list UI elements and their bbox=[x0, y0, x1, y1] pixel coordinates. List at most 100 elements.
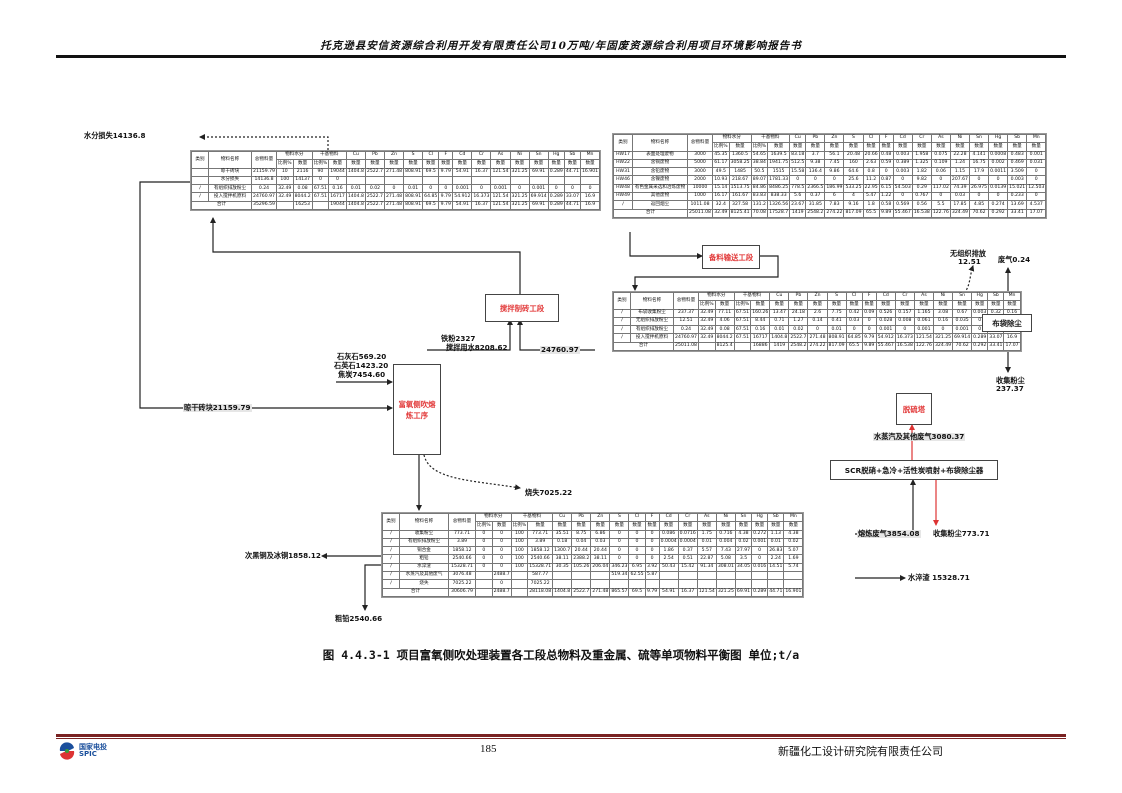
table-cell: 0 bbox=[491, 529, 512, 539]
header-amount: 数量 bbox=[403, 159, 424, 169]
header-element: F bbox=[438, 150, 454, 161]
header-amount: 数量 bbox=[471, 159, 492, 169]
table-cell: 0.41 bbox=[826, 316, 847, 327]
table-cell bbox=[191, 167, 209, 177]
table-cell: 0.24 bbox=[673, 325, 699, 335]
header-amount: 数量 bbox=[861, 300, 877, 310]
table-cell: 9.86 bbox=[824, 167, 845, 177]
header-amount: 数量 bbox=[328, 159, 347, 169]
crude-lead-line bbox=[362, 564, 381, 611]
table-cell: 160 bbox=[843, 158, 864, 169]
table-cell: 0.289 bbox=[971, 333, 989, 343]
table-cell: 808.91 bbox=[403, 200, 424, 211]
table-cell: 32.49 bbox=[698, 308, 716, 318]
table-cell: 0.01 bbox=[767, 537, 785, 548]
table-cell: 817.09 bbox=[843, 208, 864, 218]
fugitive-emission-title: 无组织排放 bbox=[950, 249, 986, 258]
baghouse-box: 布袋除尘 bbox=[982, 314, 1032, 332]
header-amount: 数量 bbox=[968, 142, 990, 152]
table-cell: 65.5 bbox=[862, 208, 880, 218]
iron-water-to-mix-line bbox=[427, 319, 513, 351]
table-cell: 32.49 bbox=[276, 192, 294, 202]
table-cell: 0 bbox=[644, 546, 660, 556]
table-cell: 0.008 bbox=[894, 316, 915, 327]
vapor-gas-label: 水蒸汽及其他废气3080.37 bbox=[873, 432, 966, 442]
table-cell: 3058.25 bbox=[728, 158, 752, 169]
brick-to-smelt-line bbox=[139, 181, 393, 411]
spic-logo-icon bbox=[59, 742, 75, 760]
table-cell: 64.6 bbox=[843, 167, 864, 177]
table-cell: 0 bbox=[894, 325, 915, 335]
raw-to-feed-line bbox=[629, 232, 703, 259]
table-cell: 54.65 bbox=[750, 150, 769, 160]
smelting-process-box: 富氧侧吹熔炼工序 bbox=[393, 364, 441, 455]
header-element: Sn bbox=[968, 133, 990, 144]
header-element: Cu bbox=[345, 150, 366, 161]
table-cell: 32.49 bbox=[276, 184, 294, 194]
table-cell: 0 bbox=[438, 184, 454, 194]
header-category: 类别 bbox=[191, 151, 209, 169]
header-amount: 数量 bbox=[894, 300, 915, 310]
table-cell: 0 bbox=[471, 184, 492, 194]
table-cell: 9.79 bbox=[644, 587, 660, 597]
table-cell bbox=[696, 571, 717, 581]
header-name: 物料名称 bbox=[630, 292, 674, 310]
header-amount: 数量 bbox=[932, 300, 954, 310]
table-cell bbox=[590, 579, 611, 589]
table-cell: 55.467 bbox=[892, 208, 913, 218]
header-amount: 数量 bbox=[845, 300, 863, 310]
header-amount: 数量 bbox=[875, 300, 896, 310]
header-amount: 数量 bbox=[1026, 142, 1047, 152]
table-cell: 55.467 bbox=[875, 341, 896, 352]
header-amount: 数量 bbox=[913, 300, 934, 310]
table-cell: 0.02 bbox=[783, 537, 804, 548]
table-cell: / bbox=[613, 316, 631, 327]
header-amount: 数量 bbox=[971, 300, 989, 310]
header-amount: 数量 bbox=[579, 159, 601, 169]
table-cell: 0.001 bbox=[452, 184, 473, 194]
table-cell: 69.914 bbox=[952, 333, 973, 343]
table-cell: 15.42 bbox=[677, 562, 698, 573]
table-cell: 0.24 bbox=[251, 184, 277, 194]
table-cell: 38.84 bbox=[750, 158, 769, 169]
table-cell: 13.47 bbox=[769, 308, 790, 318]
table-cell: 100 bbox=[510, 529, 529, 539]
table-cell: 0.001 bbox=[490, 184, 511, 194]
table-cell: 9.89 bbox=[861, 341, 877, 352]
header-amount: 数量 bbox=[750, 300, 771, 310]
header-amount: 数量 bbox=[728, 142, 752, 152]
slag-label: 水淬渣 15328.71 bbox=[908, 573, 970, 582]
table-cell: 0.0004 bbox=[658, 537, 679, 548]
table-cell: 67.51 bbox=[733, 333, 752, 343]
table-cell: 0.51 bbox=[677, 554, 698, 564]
table-cell: 0.67 bbox=[952, 308, 973, 318]
table-cell: 69.91 bbox=[734, 587, 753, 597]
table-cell: 70.62 bbox=[952, 341, 973, 352]
table-cell: 收集粉尘 bbox=[399, 529, 449, 539]
table-cell bbox=[552, 571, 573, 581]
table-cell: 烧失 bbox=[399, 579, 449, 589]
table-cell: 33.07 bbox=[987, 333, 1005, 343]
table-cell: 54.91 bbox=[658, 587, 679, 597]
coke-label: 焦炭7454.60 bbox=[338, 370, 386, 379]
copper-alloy-label: 次黑铜及冰铜1858.12 bbox=[245, 551, 321, 560]
header-element: Cu bbox=[552, 512, 573, 523]
spic-logo: 国家电投 SPIC bbox=[58, 742, 107, 760]
table-cell: 7.45 bbox=[824, 158, 845, 169]
table-cell: 含铅废物 bbox=[632, 167, 688, 177]
table-cell: 0 bbox=[751, 554, 769, 564]
table-cell: 0.01 bbox=[826, 325, 847, 335]
table-cell: 晾干砖块 bbox=[208, 167, 252, 177]
table-cell bbox=[383, 175, 405, 186]
table-cell: 1513.75 bbox=[728, 183, 752, 194]
table-cell: 12.51 bbox=[673, 316, 699, 327]
table-cell: 512.5 bbox=[789, 158, 807, 169]
table-cell: 271.48 bbox=[590, 587, 611, 597]
table-cell: 25011.08 bbox=[687, 208, 713, 218]
